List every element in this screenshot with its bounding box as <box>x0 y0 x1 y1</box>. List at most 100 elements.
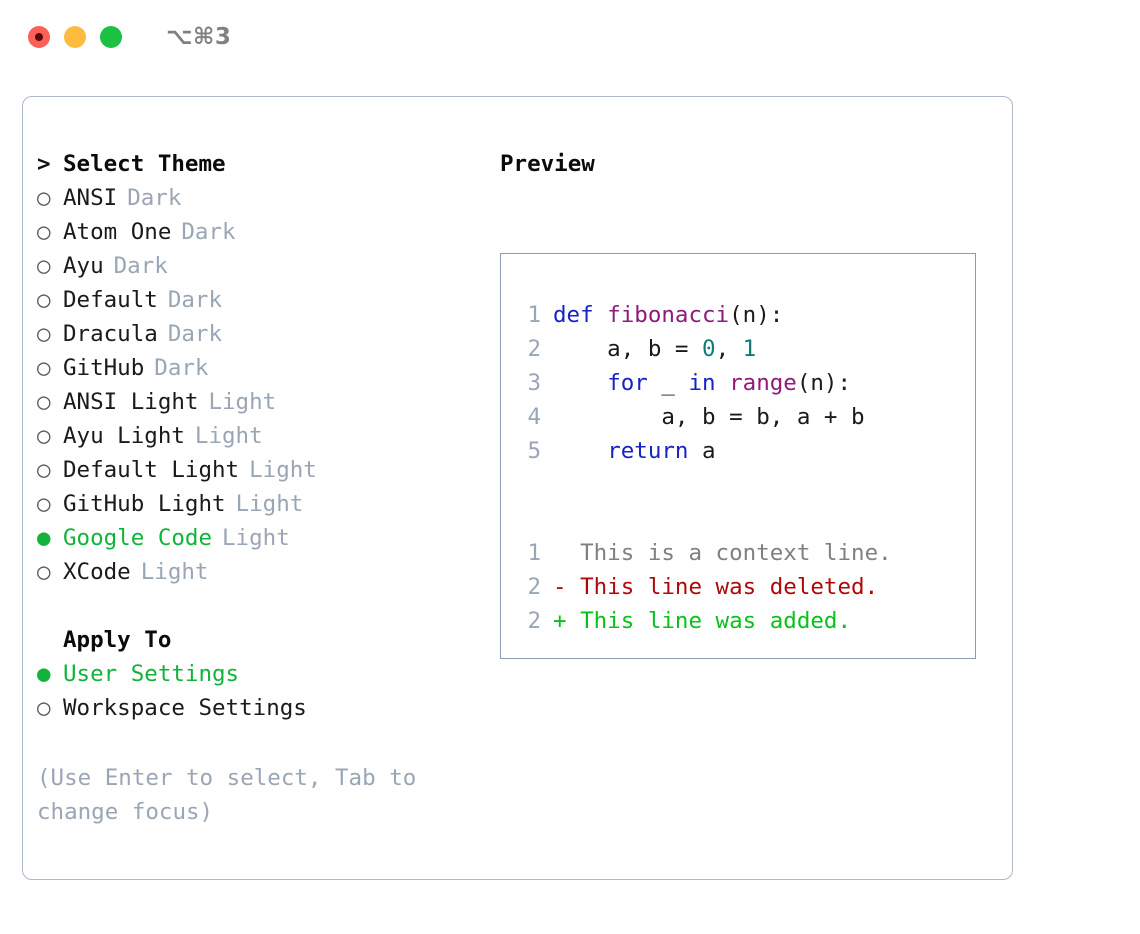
code-text: return a <box>553 434 715 468</box>
radio-unselected-icon[interactable]: ○ <box>37 423 51 449</box>
theme-item-tag: Light <box>249 457 317 483</box>
diff-sign: - <box>553 574 567 600</box>
theme-item-default-light[interactable]: ○ Default Light Light <box>37 453 497 487</box>
diff-text <box>567 604 581 638</box>
theme-item-ayu-light[interactable]: ○ Ayu Light Light <box>37 419 497 453</box>
radio-unselected-icon[interactable]: ○ <box>37 287 51 313</box>
token-number: 0 <box>702 336 716 362</box>
theme-item-tag: Light <box>235 491 304 517</box>
titlebar: ⌥⌘3 <box>0 0 1140 78</box>
line-number: 4 <box>527 404 541 430</box>
theme-item-label: Default <box>63 287 158 313</box>
radio-unselected-icon[interactable]: ○ <box>37 457 51 483</box>
line-number: 2 <box>527 336 541 362</box>
theme-item-tag: Dark <box>113 253 168 279</box>
theme-item-tag: Dark <box>127 185 182 211</box>
code-text: def fibonacci(n): <box>553 298 783 332</box>
theme-item-label: Atom One <box>63 219 172 245</box>
token-plain <box>553 370 607 396</box>
keyboard-hint-line-1: (Use Enter to select, Tab to <box>37 765 417 791</box>
maximize-button-icon[interactable] <box>100 26 122 48</box>
radio-unselected-icon[interactable]: ○ <box>37 321 51 347</box>
line-number: 1 <box>527 302 541 328</box>
code-preview-box: 1 def fibonacci(n): 2 a, b = 0, 1 3 for … <box>500 253 976 659</box>
theme-item-dracula[interactable]: ○ Dracula Dark <box>37 317 497 351</box>
token-plain: a, b = <box>553 336 703 362</box>
code-text: a, b = 0, 1 <box>553 332 756 366</box>
theme-item-tag: Dark <box>167 321 223 347</box>
main-panel: > Select Theme ○ ANSI Dark ○ Atom One Da… <box>22 96 1013 880</box>
code-line: 1 def fibonacci(n): <box>513 298 969 332</box>
theme-item-google-code[interactable]: ● Google Code Light <box>37 521 497 555</box>
diff-text: This is a context line. <box>580 540 892 566</box>
token-plain: a, b = b, a + b <box>553 404 865 430</box>
apply-to-item-label: User Settings <box>63 661 240 687</box>
preview-column: Preview 1 def fibonacci(n): 2 a, b = 0, … <box>500 147 1000 659</box>
keyboard-hint: (Use Enter to select, Tab to change focu… <box>37 761 457 829</box>
theme-item-ansi[interactable]: ○ ANSI Dark <box>37 181 497 215</box>
minimize-button-icon[interactable] <box>64 26 86 48</box>
token-plain: (n): <box>796 370 852 396</box>
list-spacer <box>37 589 497 623</box>
theme-item-tag: Light <box>194 423 263 449</box>
theme-picker-heading: > Select Theme <box>37 147 497 181</box>
close-button-icon[interactable] <box>28 26 50 48</box>
theme-item-label: ANSI <box>63 185 118 211</box>
diff-sign: + <box>553 608 567 634</box>
token-plain <box>553 438 607 464</box>
radio-unselected-icon[interactable]: ○ <box>37 559 51 585</box>
caret-icon: > <box>37 151 51 177</box>
line-number: 5 <box>527 438 541 464</box>
radio-unselected-icon[interactable]: ○ <box>37 219 51 245</box>
theme-item-label: Default Light <box>63 457 240 483</box>
keyboard-hint-line-2: change focus) <box>37 799 214 825</box>
theme-picker-column: > Select Theme ○ ANSI Dark ○ Atom One Da… <box>37 147 497 725</box>
radio-unselected-icon[interactable]: ○ <box>37 253 51 279</box>
diff-text <box>567 570 581 604</box>
apply-to-item-user-settings[interactable]: ● User Settings <box>37 657 497 691</box>
token-number: 1 <box>742 336 757 362</box>
diff-sign <box>553 536 567 570</box>
token-keyword: def <box>553 302 608 328</box>
theme-item-github-light[interactable]: ○ GitHub Light Light <box>37 487 497 521</box>
preview-title: Preview <box>500 151 595 177</box>
line-number: 2 <box>527 574 541 600</box>
code-line: 4 a, b = b, a + b <box>513 400 969 434</box>
diff-line-added: 2 + This line was added. <box>513 604 969 638</box>
code-gap <box>513 468 969 502</box>
apply-to-item-workspace-settings[interactable]: ○ Workspace Settings <box>37 691 497 725</box>
token-plain: _ <box>647 370 689 396</box>
theme-item-atom-one[interactable]: ○ Atom One Dark <box>37 215 497 249</box>
theme-item-ansi-light[interactable]: ○ ANSI Light Light <box>37 385 497 419</box>
theme-item-ayu[interactable]: ○ Ayu Dark <box>37 249 497 283</box>
code-text: a, b = b, a + b <box>553 400 865 434</box>
code-line: 5 return a <box>513 434 969 468</box>
apply-to-item-label: Workspace Settings <box>63 695 307 721</box>
code-gap <box>513 502 969 536</box>
diff-line-context: 1 This is a context line. <box>513 536 969 570</box>
window-title: ⌥⌘3 <box>166 24 232 50</box>
token-plain: (n): <box>729 302 784 328</box>
theme-item-tag: Light <box>208 389 277 415</box>
radio-unselected-icon[interactable]: ○ <box>37 185 51 211</box>
theme-item-default[interactable]: ○ Default Dark <box>37 283 497 317</box>
theme-item-tag: Light <box>140 559 209 585</box>
radio-selected-icon[interactable]: ● <box>37 661 51 687</box>
radio-selected-icon[interactable]: ● <box>37 525 51 551</box>
diff-text: This line was deleted. <box>580 574 879 600</box>
diff-text: This line was added. <box>580 608 852 634</box>
radio-unselected-icon[interactable]: ○ <box>37 389 51 415</box>
token-plain: , <box>715 336 743 362</box>
radio-unselected-icon[interactable]: ○ <box>37 695 51 721</box>
token-function: range <box>729 370 797 396</box>
token-function: fibonacci <box>607 302 730 328</box>
theme-item-xcode[interactable]: ○ XCode Light <box>37 555 497 589</box>
theme-item-label: Google Code <box>63 525 213 551</box>
radio-unselected-icon[interactable]: ○ <box>37 491 51 517</box>
token-keyword: return <box>607 438 689 464</box>
apply-to-heading: ○ Apply To <box>37 623 497 657</box>
radio-unselected-icon[interactable]: ○ <box>37 355 51 381</box>
theme-item-github[interactable]: ○ GitHub Dark <box>37 351 497 385</box>
theme-item-label: ANSI Light <box>63 389 199 415</box>
